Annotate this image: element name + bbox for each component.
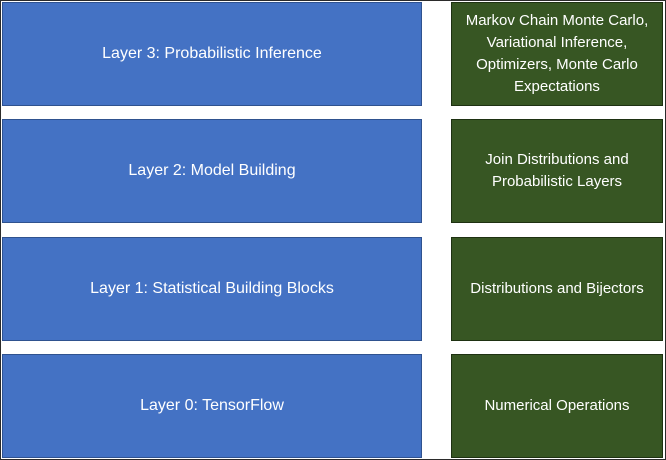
layer-0-box: Layer 0: TensorFlow bbox=[2, 354, 422, 458]
layer-1-description: Distributions and Bijectors bbox=[470, 280, 644, 297]
layer-3-box: Layer 3: Probabilistic Inference bbox=[2, 2, 422, 106]
layer-1-label: Layer 1: Statistical Building Blocks bbox=[90, 280, 334, 297]
layer-0-label: Layer 0: TensorFlow bbox=[140, 397, 284, 414]
layer-0-description: Numerical Operations bbox=[484, 397, 630, 414]
layer-2-label: Layer 2: Model Building bbox=[128, 162, 296, 179]
layer-2-description-box: Join Distributions and Probabilistic Lay… bbox=[451, 119, 663, 223]
layer-3-label: Layer 3: Probabilistic Inference bbox=[102, 45, 322, 62]
layer-1-description-box: Distributions and Bijectors bbox=[451, 237, 663, 341]
layer-1-box: Layer 1: Statistical Building Blocks bbox=[2, 237, 422, 341]
layer-3-description-box: Markov Chain Monte Carlo, Variational In… bbox=[451, 2, 663, 106]
layer-3-description: Markov Chain Monte Carlo, Variational In… bbox=[465, 12, 649, 95]
layer-2-box: Layer 2: Model Building bbox=[2, 119, 422, 223]
layer-2-description: Join Distributions and Probabilistic Lay… bbox=[485, 151, 629, 190]
layer-0-description-box: Numerical Operations bbox=[451, 354, 663, 458]
